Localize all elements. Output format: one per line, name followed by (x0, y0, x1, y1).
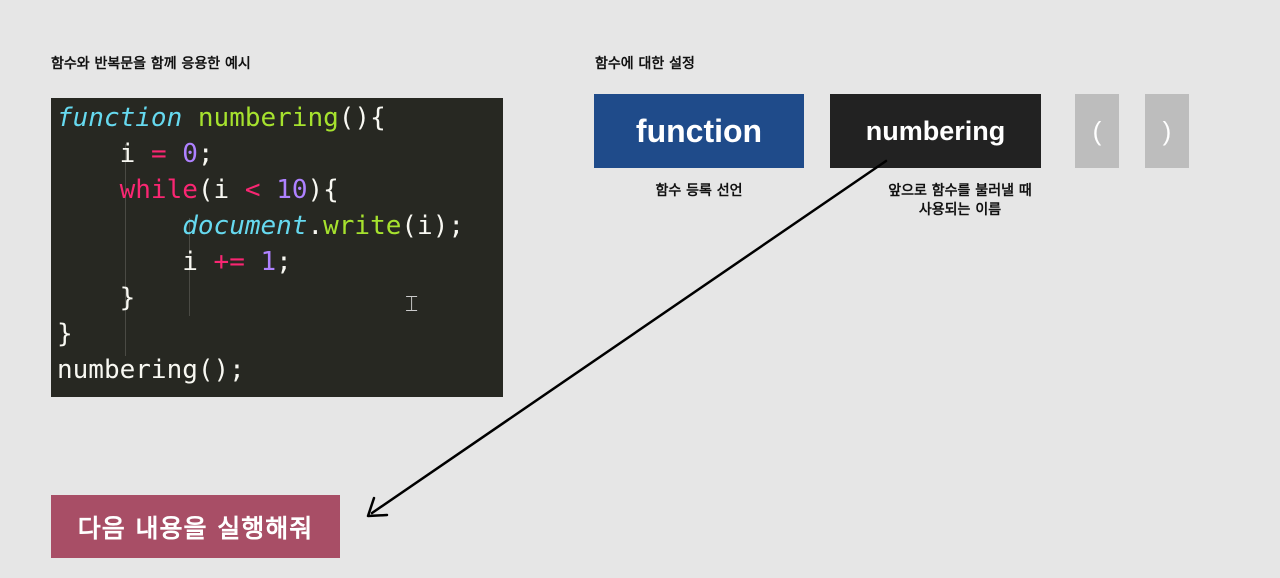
code-line-7: } (57, 319, 73, 349)
code-function-name: numbering (197, 103, 339, 133)
code-punct: . (307, 211, 324, 241)
code-punct: ){ (307, 175, 339, 205)
code-keyword: while (119, 175, 198, 205)
code-number: 1 (260, 247, 277, 277)
function-name-caption-line2: 사용되는 이름 (918, 202, 1002, 218)
function-name-caption-line1: 앞으로 함수를 불러낼 때 (888, 183, 1032, 199)
function-keyword-box: function (594, 94, 804, 168)
code-operator: < (244, 175, 261, 205)
text-cursor-icon: ⌶ (405, 292, 419, 317)
code-line-1: function numbering(){ (57, 100, 386, 136)
code-punct: ; (276, 247, 292, 277)
code-var: i (119, 139, 136, 169)
code-number: 10 (276, 175, 308, 205)
code-line-4: document.write(i); (57, 208, 464, 244)
run-next-button[interactable]: 다음 내용을 실행해줘 (51, 495, 340, 558)
arrow-head (366, 496, 389, 518)
code-line-6: } (57, 283, 136, 313)
function-name-caption: 앞으로 함수를 불러낼 때 사용되는 이름 (860, 182, 1060, 220)
code-line-8: numbering(); (57, 355, 245, 385)
example-heading: 함수와 반복문을 함께 응용한 예시 (51, 56, 251, 72)
code-operator: = (150, 139, 167, 169)
code-keyword: function (57, 103, 183, 133)
indent-guide (125, 144, 126, 356)
code-line-2: i = 0; (57, 136, 214, 172)
code-punct: (){ (338, 103, 386, 133)
code-number: 0 (182, 139, 198, 169)
code-punct: (i); (401, 211, 465, 241)
code-object: document (182, 211, 308, 241)
close-paren-box: ) (1145, 94, 1189, 168)
code-line-5: i += 1; (57, 244, 292, 280)
code-punct: (i (197, 175, 245, 205)
arrow-line (370, 159, 888, 515)
open-paren-box: ( (1075, 94, 1119, 168)
code-operator: += (213, 247, 245, 277)
code-snippet: function numbering(){ i = 0; while(i < 1… (51, 98, 503, 397)
indent-guide (189, 218, 190, 316)
code-line-3: while(i < 10){ (57, 172, 339, 208)
function-caption: 함수 등록 선언 (655, 183, 743, 199)
code-punct: ; (197, 139, 214, 169)
code-method: write (323, 211, 402, 241)
function-settings-heading: 함수에 대한 설정 (595, 56, 695, 72)
code-var: i (182, 247, 198, 277)
function-name-box: numbering (830, 94, 1041, 168)
